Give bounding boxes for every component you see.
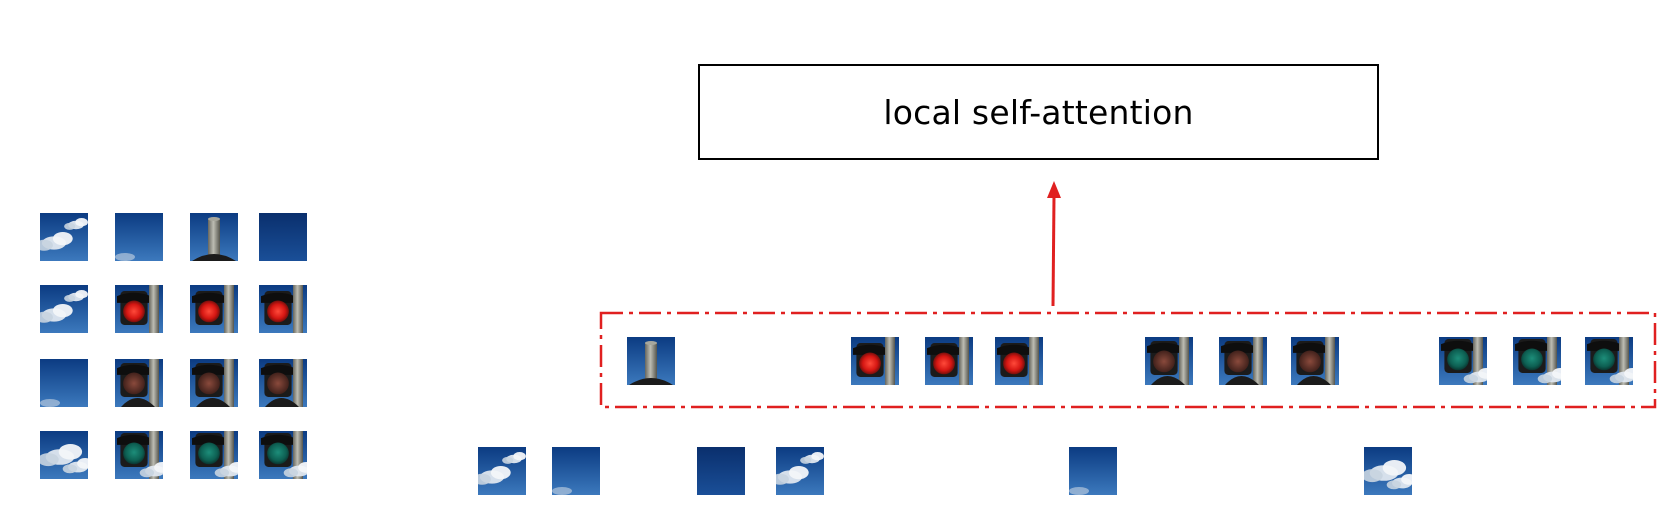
unselected-patch-row [478,447,1412,495]
green-light-patch-icon [115,431,163,479]
pole-top-patch-icon [190,213,238,261]
amber-light-patch-icon [1145,337,1193,385]
local-self-attention-box: local self-attention [698,64,1379,160]
dark-sky-patch-icon [697,447,745,495]
cloud-patch-icon [40,431,88,479]
green-light-patch-icon [259,431,307,479]
green-light-patch-icon [1513,337,1561,385]
sky-cloud-patch-icon [40,213,88,261]
green-light-patch-icon [190,431,238,479]
green-light-patch-icon [1585,337,1633,385]
red-light-patch-icon [259,285,307,333]
dark-sky-patch-icon [259,213,307,261]
selected-patch-window [599,311,1657,409]
arrow-head-icon [1047,181,1061,198]
attention-input-arrow [1047,181,1061,307]
red-light-patch-icon [925,337,973,385]
cloud-patch-icon [1364,447,1412,495]
sky-patch-icon [1069,447,1117,495]
sky-cloud-patch-icon [40,285,88,333]
image-patch-grid [40,213,307,479]
amber-light-patch-icon [1219,337,1267,385]
amber-light-patch-icon [1291,337,1339,385]
sky-patch-icon [115,213,163,261]
red-light-patch-icon [995,337,1043,385]
local-self-attention-label: local self-attention [883,92,1194,132]
amber-light-patch-icon [115,359,163,407]
sky-patch-icon [552,447,600,495]
amber-light-patch-icon [259,359,307,407]
green-light-patch-icon [1439,337,1487,385]
sky-cloud-patch-icon [776,447,824,495]
arrow-shaft [1051,195,1056,307]
pole-top-patch-icon [627,337,675,385]
red-light-patch-icon [190,285,238,333]
red-light-patch-icon [851,337,899,385]
red-light-patch-icon [115,285,163,333]
selection-window-border [599,311,1657,409]
sky-patch-icon [40,359,88,407]
amber-light-patch-icon [190,359,238,407]
sky-cloud-patch-icon [478,447,526,495]
